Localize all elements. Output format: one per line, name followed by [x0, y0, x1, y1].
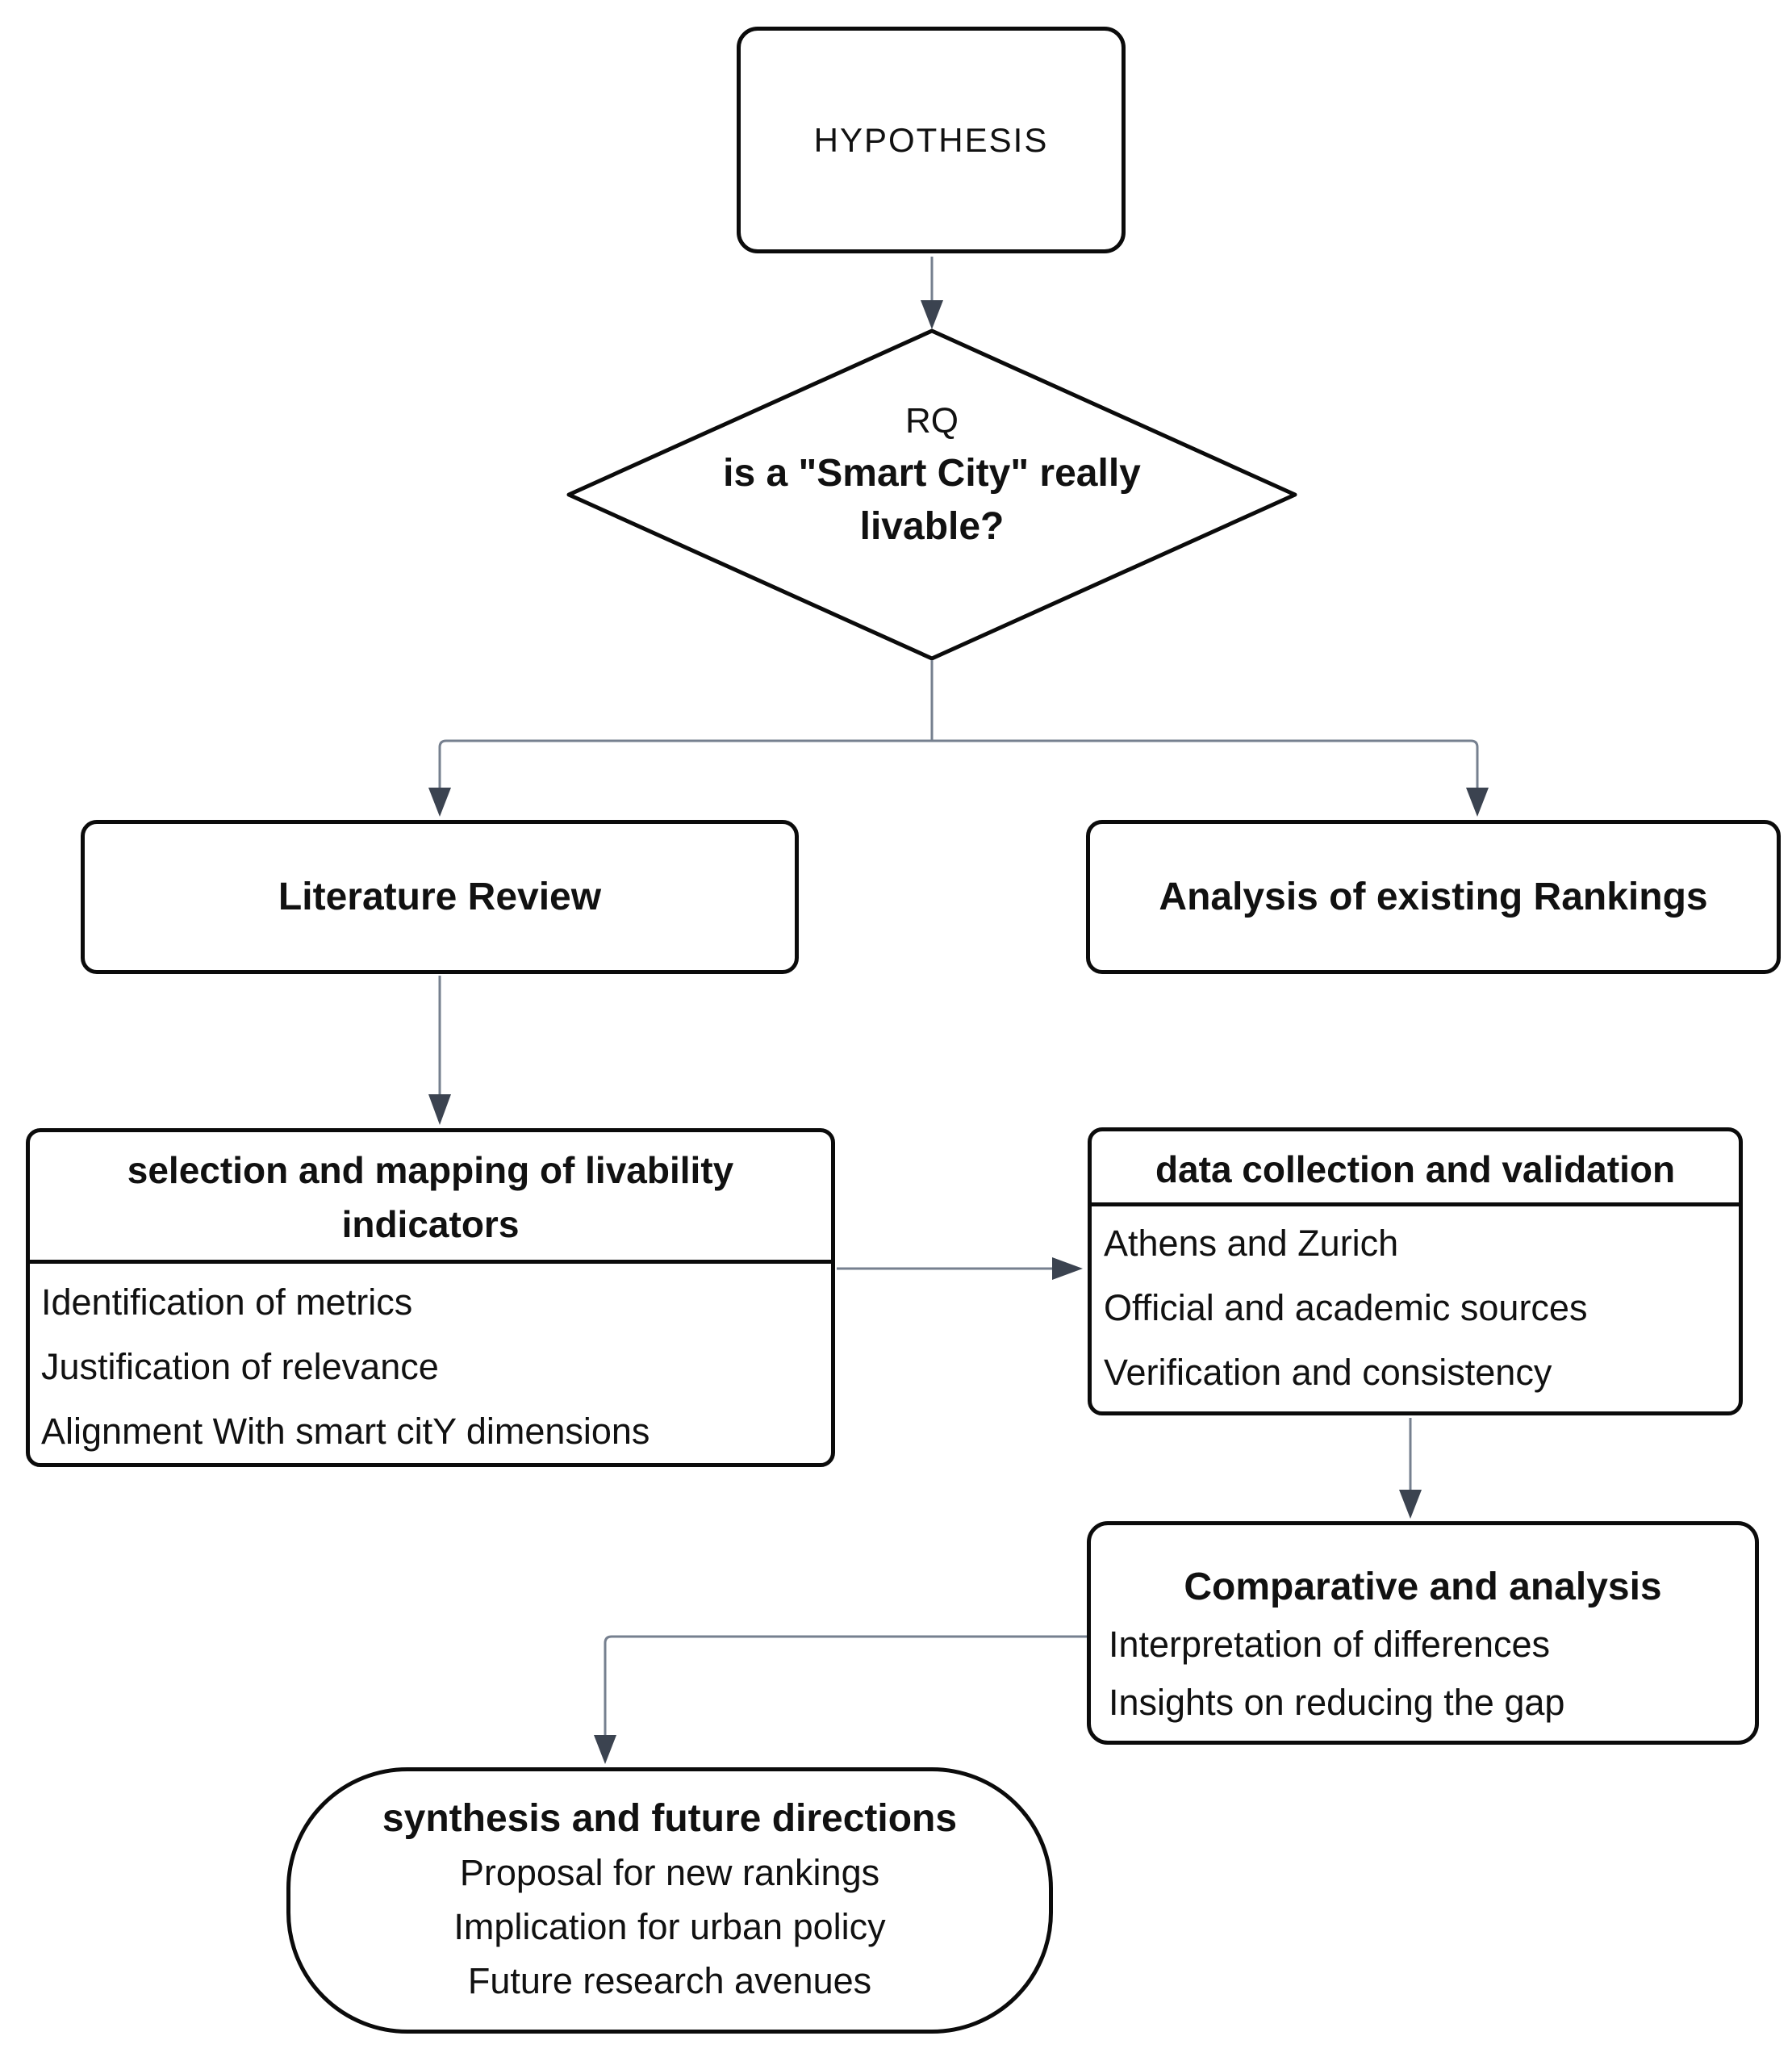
rq-tag: RQ	[905, 401, 959, 441]
rq-question-line2: livable?	[859, 505, 1005, 548]
rankings-analysis-label: Analysis of existing Rankings	[1159, 876, 1708, 918]
node-comparative-analysis: Comparative and analysis Interpretation …	[1087, 1521, 1759, 1745]
hypothesis-label: HYPOTHESIS	[813, 120, 1049, 159]
indicator-selection-title: selection and mapping of livability indi…	[30, 1132, 831, 1264]
node-synthesis: synthesis and future directions Proposal…	[286, 1767, 1053, 2034]
node-rankings-analysis: Analysis of existing Rankings	[1086, 820, 1781, 974]
list-item: Verification and consistency	[1104, 1352, 1552, 1393]
list-item: Implication for urban policy	[453, 1905, 886, 1947]
indicator-selection-items: Identification of metrics Justification …	[30, 1264, 831, 1464]
arrowhead-down-icon	[1399, 1490, 1422, 1519]
list-item: Athens and Zurich	[1104, 1223, 1399, 1264]
arrowhead-down-icon	[1466, 788, 1489, 817]
rq-question-line1: is a "Smart City" really	[723, 452, 1141, 495]
comparative-analysis-items: Interpretation of differences Insights o…	[1091, 1612, 1755, 1732]
node-research-question: RQ is a "Smart City" really livable?	[609, 395, 1255, 554]
arrowhead-down-icon	[428, 788, 451, 817]
list-item: Interpretation of differences	[1109, 1624, 1551, 1665]
node-indicator-selection: selection and mapping of livability indi…	[26, 1128, 835, 1467]
arrowhead-down-icon	[594, 1735, 616, 1764]
data-collection-title: data collection and validation	[1092, 1131, 1739, 1206]
synthesis-items: Proposal for new rankings Implication fo…	[453, 1844, 885, 2008]
connector-rq-to-literature	[438, 739, 932, 788]
list-item: Justification of relevance	[41, 1346, 439, 1387]
list-item: Official and academic sources	[1104, 1287, 1588, 1328]
arrowhead-right-icon	[1052, 1257, 1083, 1280]
data-collection-items: Athens and Zurich Official and academic …	[1092, 1206, 1739, 1405]
arrowhead-down-icon	[428, 1094, 451, 1125]
list-item: Identification of metrics	[41, 1281, 413, 1323]
list-item: Proposal for new rankings	[459, 1851, 880, 1893]
list-item: Future research avenues	[467, 1959, 872, 2001]
arrowhead-down-icon	[921, 300, 943, 329]
list-item: Insights on reducing the gap	[1109, 1682, 1565, 1723]
node-data-collection: data collection and validation Athens an…	[1088, 1127, 1743, 1415]
synthesis-title: synthesis and future directions	[382, 1796, 958, 1840]
literature-review-label: Literature Review	[278, 876, 602, 918]
node-literature-review: Literature Review	[81, 820, 799, 974]
decision-diamond-shape	[566, 328, 1297, 661]
connector-comparative-to-synthesis	[604, 1635, 1087, 1735]
connector-rq-to-rankings	[932, 739, 1479, 788]
node-hypothesis: HYPOTHESIS	[737, 27, 1126, 253]
comparative-analysis-title: Comparative and analysis	[1184, 1566, 1662, 1608]
list-item: Alignment With smart citY dimensions	[41, 1411, 650, 1452]
